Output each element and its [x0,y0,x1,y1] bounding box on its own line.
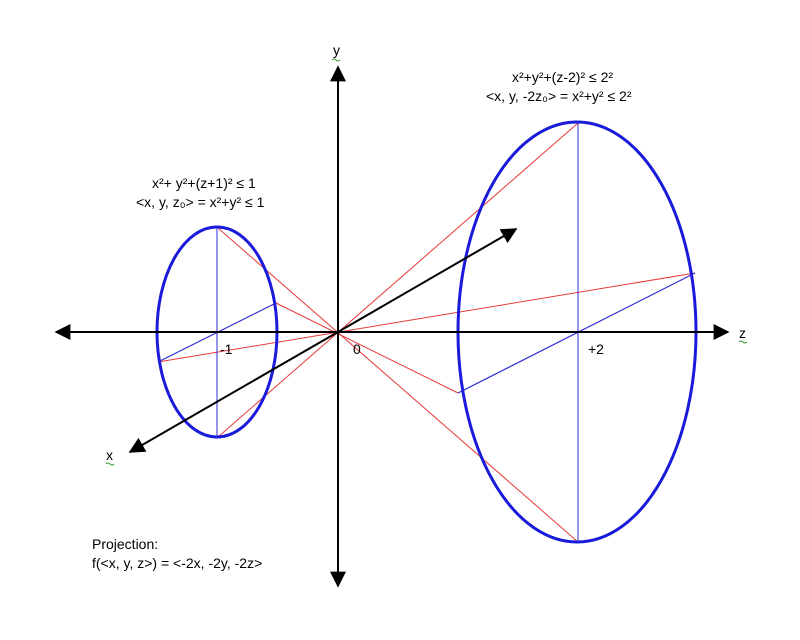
y-label-underline [331,58,341,62]
axes [54,65,730,588]
large-ball-equation-2: <x, y, -2z₀> = x²+y² ≤ 2² [486,88,632,104]
ray-bottom [217,122,579,438]
ray-top [217,227,579,543]
z-label-underline [738,340,748,344]
large-ball-equation-1: x²+y²+(z-2)² ≤ 2² [512,69,613,85]
projection-title: Projection: [92,536,158,552]
ray-right-diag [275,302,459,394]
small-ball-equation-2: <x, y, z₀> = x²+y² ≤ 1 [136,194,265,210]
y-axis-label: y [333,42,340,58]
small-ball-equation-1: x²+ y²+(z+1)² ≤ 1 [152,175,256,191]
x-label-underline [105,462,115,466]
ray-left-diag [157,272,696,363]
tick-zero: 0 [353,341,361,357]
x-axis-label: x [106,447,113,463]
z-axis-label: z [739,325,746,341]
tick-pos-two: +2 [588,341,604,357]
x-axis [128,331,339,453]
projection-formula: f(<x, y, z>) = <-2x, -2y, -2z> [92,555,262,571]
projection-rays [157,122,696,543]
tick-neg-one: -1 [220,341,233,357]
x-axis-negative [337,228,518,333]
